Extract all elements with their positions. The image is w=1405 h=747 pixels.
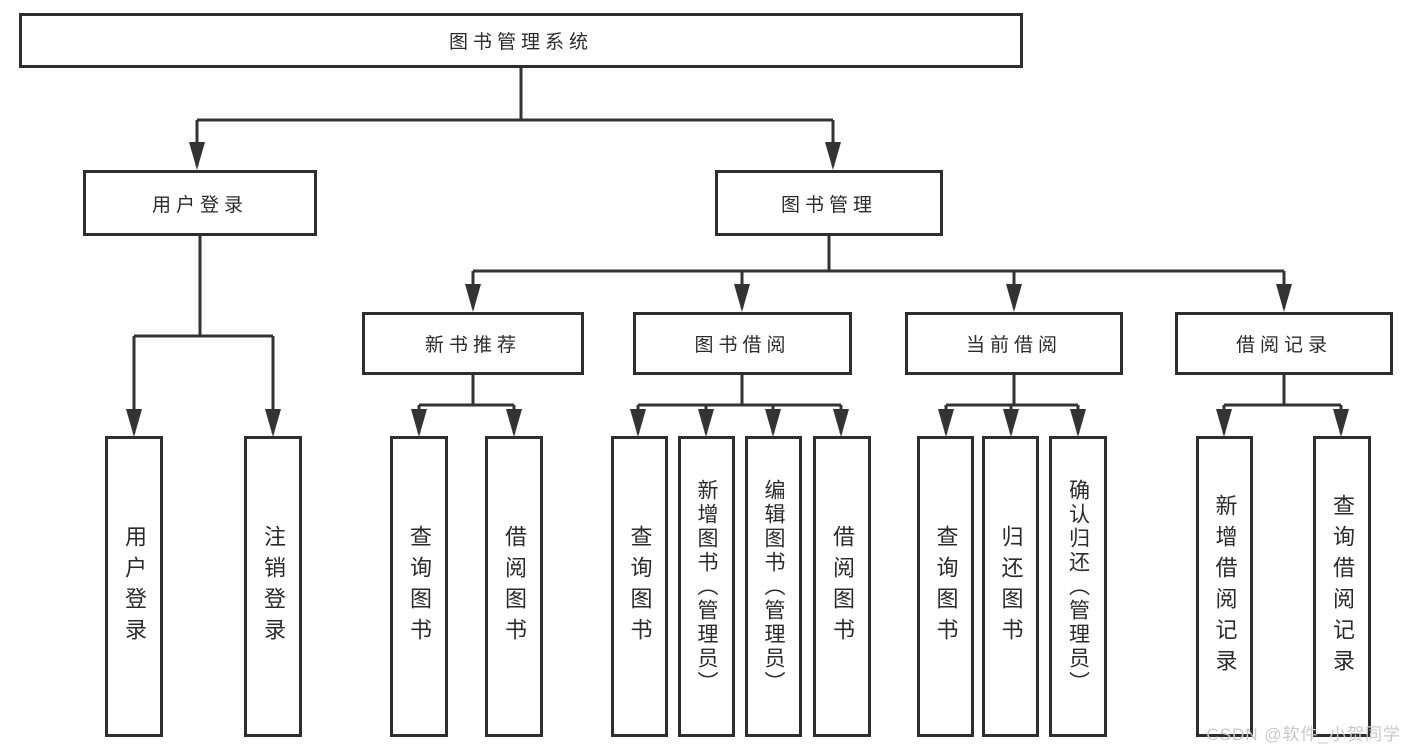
branch-user-login: 用户登录 <box>83 170 317 236</box>
leaf-add-book-admin: 新增图书（管理员） <box>678 436 735 737</box>
node-root: 图书管理系统 <box>19 13 1023 68</box>
leaf-edit-book-admin: 编辑图书（管理员） <box>745 436 802 737</box>
leaf-edit-book-admin-label: 编辑图书（管理员） <box>762 478 785 695</box>
group-current-borrow: 当前借阅 <box>905 312 1123 375</box>
leaf-logout-login-label: 注销登录 <box>261 524 286 649</box>
leaf-add-book-admin-label: 新增图书（管理员） <box>695 478 718 695</box>
group-book-borrow: 图书借阅 <box>633 312 852 375</box>
leaf-borrow-books-recommend: 借阅图书 <box>485 436 543 737</box>
leaf-borrow-books-label: 借阅图书 <box>830 524 855 649</box>
leaf-query-borrow-record: 查询借阅记录 <box>1313 436 1371 737</box>
leaf-user-login: 用户登录 <box>105 436 163 737</box>
watermark: CSDN @软件_小贺同学 <box>1206 725 1401 744</box>
leaf-query-books-current-label: 查询图书 <box>933 524 959 649</box>
leaf-user-login-label: 用户登录 <box>122 524 147 649</box>
group-borrow-records-label: 借阅记录 <box>1235 335 1332 356</box>
leaf-query-books-recommend: 查询图书 <box>390 436 448 737</box>
group-book-borrow-label: 图书借阅 <box>694 335 791 356</box>
leaf-return-book: 归还图书 <box>982 436 1039 737</box>
node-root-label: 图书管理系统 <box>448 32 593 53</box>
leaf-query-books-current: 查询图书 <box>917 436 974 737</box>
group-new-book-recommend-label: 新书推荐 <box>424 335 521 356</box>
leaf-borrow-books-recommend-label: 借阅图书 <box>502 524 527 649</box>
leaf-query-books-borrow-label: 查询图书 <box>627 524 653 649</box>
leaf-confirm-return-admin: 确认归还（管理员） <box>1049 436 1107 737</box>
leaf-borrow-books: 借阅图书 <box>813 436 871 737</box>
leaf-query-books-borrow: 查询图书 <box>611 436 668 737</box>
leaf-add-borrow-record-label: 新增借阅记录 <box>1212 493 1238 680</box>
leaf-logout-login: 注销登录 <box>244 436 302 737</box>
branch-book-management-label: 图书管理 <box>780 194 877 216</box>
branch-book-management: 图书管理 <box>715 170 943 236</box>
group-borrow-records: 借阅记录 <box>1175 312 1393 375</box>
leaf-add-borrow-record: 新增借阅记录 <box>1196 436 1253 737</box>
branch-user-login-label: 用户登录 <box>151 194 248 216</box>
leaf-confirm-return-admin-label: 确认归还（管理员） <box>1066 478 1090 695</box>
leaf-query-books-recommend-label: 查询图书 <box>407 524 432 649</box>
leaf-return-book-label: 归还图书 <box>998 524 1024 649</box>
group-new-book-recommend: 新书推荐 <box>362 312 584 375</box>
leaf-query-borrow-record-label: 查询借阅记录 <box>1330 493 1355 680</box>
group-current-borrow-label: 当前借阅 <box>965 335 1062 356</box>
